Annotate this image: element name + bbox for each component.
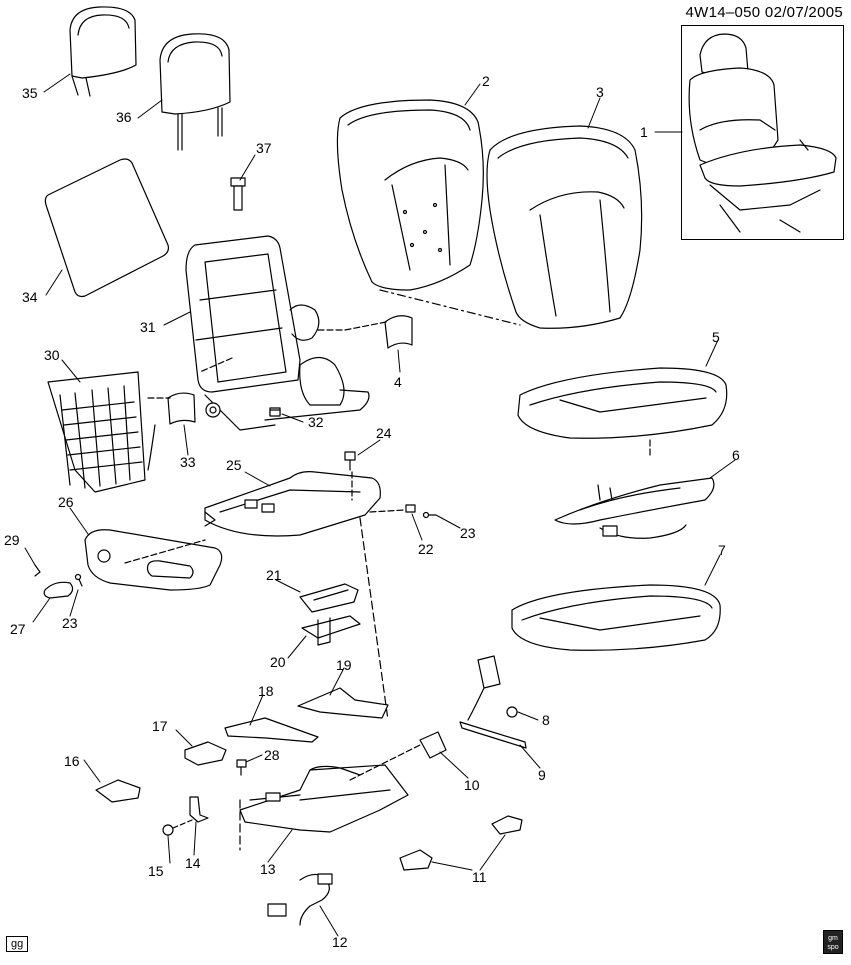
seat-cushion-pad-6 (554, 477, 715, 539)
headrest-35 (69, 6, 137, 97)
cap-17 (184, 741, 227, 766)
callout-8: 8 (542, 712, 550, 728)
cap-16 (95, 779, 141, 803)
nut-15 (162, 824, 174, 836)
clip-29 (34, 564, 41, 577)
callout-1: 1 (640, 124, 648, 140)
cap-11-a (491, 815, 523, 835)
wiring-harness-12 (267, 873, 333, 926)
pad-34 (44, 158, 170, 298)
callout-7: 7 (718, 542, 726, 558)
callout-21: 21 (266, 567, 282, 583)
seat-cushion-cover-5 (517, 367, 728, 439)
callout-20: 20 (270, 654, 286, 670)
seatback-cushion-2 (336, 99, 484, 291)
callout-5: 5 (712, 329, 720, 345)
track-cover-19 (297, 687, 389, 719)
connector-32 (269, 409, 281, 417)
bracket-14 (189, 796, 209, 823)
callout-17: 17 (152, 718, 168, 734)
module-21 (299, 583, 359, 613)
callout-11: 11 (472, 869, 487, 885)
headrest-36 (159, 33, 231, 151)
callout-30: 30 (44, 347, 60, 363)
callout-23-right: 23 (460, 525, 476, 541)
nut-22 (405, 504, 416, 513)
cap-11-b (399, 849, 433, 871)
callout-35: 35 (22, 85, 38, 101)
screw-23-left (74, 573, 83, 587)
seat-belt-buckle-9 (459, 655, 527, 749)
callout-31: 31 (140, 319, 156, 335)
callout-29: 29 (4, 532, 20, 548)
inset-frame (681, 25, 844, 240)
callout-18: 18 (258, 683, 274, 699)
callout-27: 27 (10, 621, 26, 637)
callout-36: 36 (116, 109, 132, 125)
callout-4: 4 (394, 374, 402, 390)
callout-32: 32 (308, 414, 324, 430)
seat-adjuster-13 (239, 764, 409, 833)
callout-10: 10 (464, 777, 480, 793)
callout-24: 24 (376, 425, 392, 441)
callout-13: 13 (260, 861, 276, 877)
callout-16: 16 (64, 753, 80, 769)
callout-25: 25 (226, 457, 242, 473)
callout-33: 33 (180, 454, 196, 470)
gm-spo-logo: gm spo (823, 930, 843, 954)
callout-19: 19 (336, 657, 352, 673)
leader-lines (24, 73, 736, 937)
callout-37: 37 (256, 140, 272, 156)
callout-28: 28 (264, 747, 280, 763)
screw-23-right (422, 511, 437, 519)
bolt-28 (236, 759, 247, 776)
bolt-24 (344, 451, 356, 471)
callout-34: 34 (22, 289, 38, 305)
nut-8 (506, 706, 518, 718)
callout-12: 12 (332, 934, 348, 950)
seatback-frame-31 (185, 235, 370, 431)
handle-27 (43, 581, 74, 599)
callout-numbers: 1 2 3 4 5 6 7 8 9 10 11 12 13 14 15 16 1… (4, 73, 740, 950)
bracket-20 (301, 615, 361, 646)
cushion-pan-25 (204, 471, 381, 537)
buckle-bracket-10 (419, 731, 447, 759)
clip-33 (167, 392, 196, 425)
callout-14: 14 (185, 855, 201, 871)
lumbar-support-30 (47, 371, 156, 493)
callout-9: 9 (538, 767, 546, 783)
callout-3: 3 (596, 84, 604, 100)
callout-6: 6 (732, 447, 740, 463)
seat-cushion-7 (511, 584, 721, 651)
corner-code: gg (6, 936, 29, 952)
callout-26: 26 (58, 494, 74, 510)
track-cover-18 (224, 717, 319, 743)
guide-37 (230, 177, 246, 211)
clip-4 (384, 315, 413, 349)
callout-2: 2 (482, 73, 490, 89)
callout-15: 15 (148, 863, 164, 879)
side-trim-26 (84, 529, 223, 591)
diagram-header: 4W14–050 02/07/2005 (685, 4, 843, 21)
callout-22: 22 (418, 541, 434, 557)
inset-complete-seat (688, 33, 837, 233)
seatback-cover-3 (486, 125, 643, 329)
callout-23-left: 23 (62, 615, 78, 631)
